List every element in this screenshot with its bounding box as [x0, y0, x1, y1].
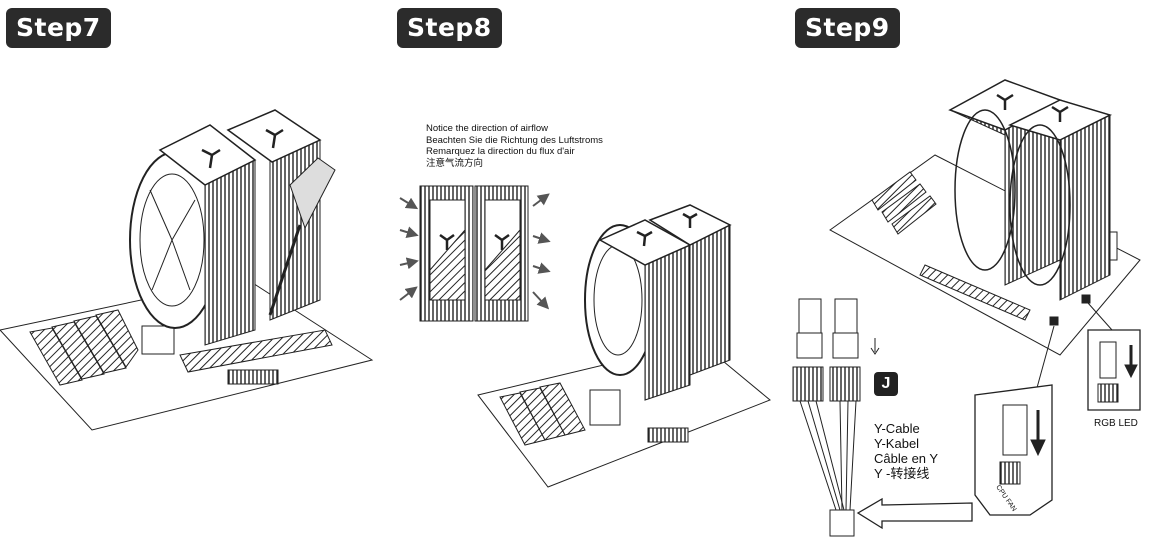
- arrow-left-icon: [856, 497, 973, 530]
- cpu-fan-header: [1049, 316, 1059, 326]
- airflow-notice: Notice the direction of airflow Beachten…: [426, 123, 603, 169]
- y-cable-en: Y-Cable: [874, 421, 920, 436]
- airflow-notice-en: Notice the direction of airflow: [426, 123, 548, 134]
- fan-blade-lines: [149, 189, 196, 291]
- fan-clip: [289, 157, 336, 230]
- step9-badge: Step9: [795, 8, 900, 48]
- j-badge: J: [874, 372, 898, 396]
- pcie-slots-step9: [871, 171, 937, 235]
- power-connector-step8: [647, 427, 689, 443]
- logo-y-top-right: [494, 233, 510, 250]
- ram-slot-step9: [919, 264, 1031, 321]
- airflow-topview: [419, 185, 529, 322]
- heatsink-left-cap: [158, 124, 257, 186]
- step8-illustration: [399, 185, 771, 488]
- logo-y-top-left: [439, 233, 455, 250]
- logo-y-right: [265, 128, 284, 149]
- step7-badge: Step7: [6, 8, 111, 48]
- rgb-arrow-down-icon: [1124, 364, 1138, 379]
- arrow-down-icon: [1030, 439, 1046, 457]
- pcie-slots: [29, 309, 139, 386]
- airflow-notice-fr: Remarquez la direction du flux d'air: [426, 146, 575, 157]
- airflow-notice-de: Beachten Sie die Richtung des Luftstroms: [426, 134, 603, 146]
- step9-illustration: [792, 79, 1141, 537]
- step7-illustration: [0, 109, 374, 431]
- airflow-arrows: [399, 193, 551, 310]
- pcie-slots-step8: [499, 382, 586, 446]
- rgb-header: [1081, 294, 1091, 304]
- chipset-block-step8: [589, 389, 621, 426]
- chipset-block: [141, 325, 175, 355]
- power-connector: [227, 369, 279, 385]
- logo-y-left: [201, 148, 221, 169]
- fan-blades-step8: [593, 244, 643, 356]
- fan-frame-step9: [954, 109, 1016, 271]
- step8-badge: Step8: [397, 8, 502, 48]
- rgb-pins: [1097, 383, 1119, 403]
- ram-slot: [179, 329, 333, 373]
- y-cable-label: Y-Cable Y-Kabel Câble en Y Y -转接线: [874, 421, 938, 481]
- small-arrow-down-icon: [870, 338, 880, 355]
- mounting-bar: [268, 224, 302, 316]
- rgb-plug: [1099, 341, 1117, 379]
- y-cable: [792, 298, 880, 537]
- airflow-notice-zh: 注意气流方向: [426, 157, 484, 169]
- cpu-fan-callout-line: [1034, 325, 1055, 396]
- cpu-fan-plug: [1002, 404, 1028, 456]
- y-cable-zh: Y -转接线: [874, 466, 930, 481]
- rgb-led-label: RGB LED: [1094, 418, 1138, 429]
- y-cable-de: Y-Kabel: [874, 436, 920, 451]
- rgb-callout-line: [1087, 302, 1113, 331]
- cpu-fan-pins: [999, 461, 1021, 485]
- y-cable-fr: Câble en Y: [874, 451, 939, 466]
- fan-frame-step9-b: [1009, 124, 1071, 286]
